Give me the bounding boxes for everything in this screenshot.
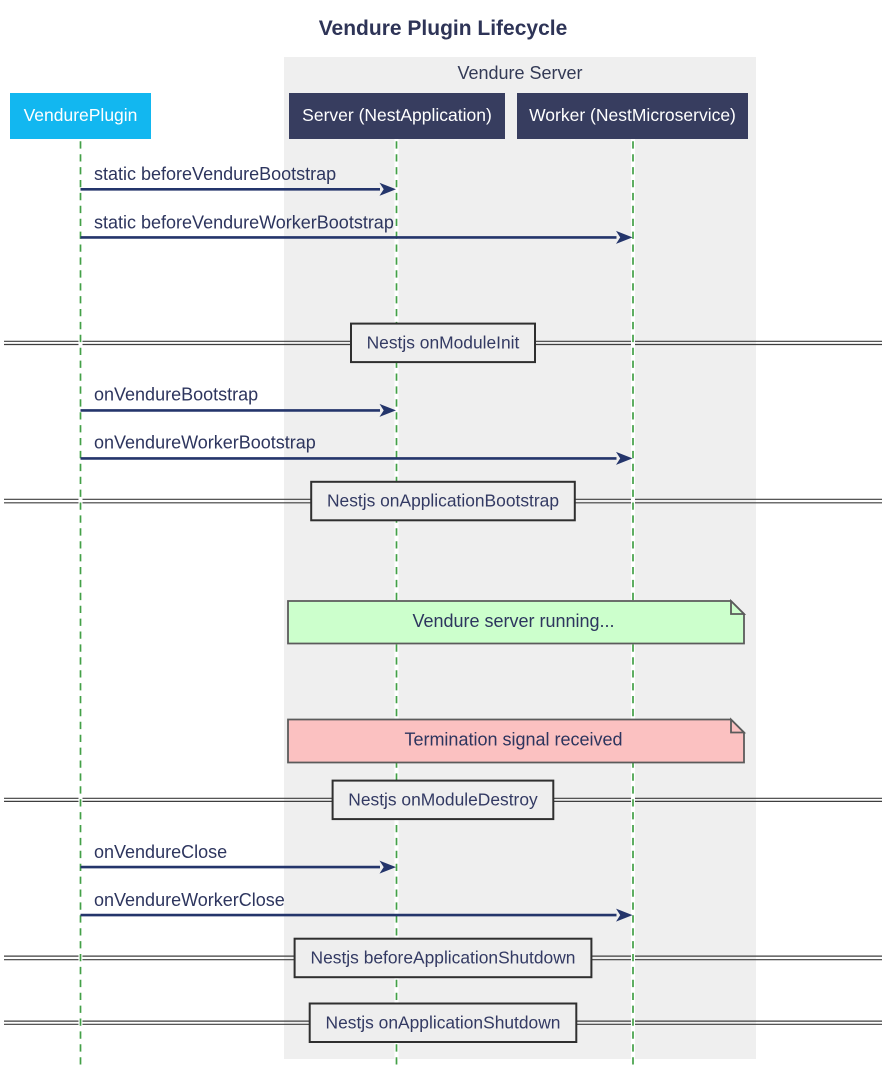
svg-text:static beforeVendureWorkerBoot: static beforeVendureWorkerBootstrap [94, 213, 394, 233]
svg-text:onVendureWorkerBootstrap: onVendureWorkerBootstrap [94, 433, 316, 453]
svg-text:onVendureWorkerClose: onVendureWorkerClose [94, 890, 285, 910]
svg-text:static beforeVendureBootstrap: static beforeVendureBootstrap [94, 164, 336, 184]
svg-text:Nestjs onModuleDestroy: Nestjs onModuleDestroy [348, 790, 538, 810]
svg-text:Server (NestApplication): Server (NestApplication) [302, 105, 492, 125]
svg-text:Nestjs onModuleInit: Nestjs onModuleInit [367, 333, 520, 353]
svg-text:Nestjs onApplicationBootstrap: Nestjs onApplicationBootstrap [327, 491, 559, 511]
svg-text:Nestjs onApplicationShutdown: Nestjs onApplicationShutdown [326, 1012, 561, 1032]
svg-text:Vendure Plugin Lifecycle: Vendure Plugin Lifecycle [319, 17, 568, 40]
svg-text:Termination signal received: Termination signal received [404, 730, 622, 750]
svg-text:onVendureClose: onVendureClose [94, 842, 227, 862]
svg-text:Worker (NestMicroservice): Worker (NestMicroservice) [529, 105, 736, 125]
svg-text:Vendure Server: Vendure Server [457, 63, 582, 83]
svg-text:VendurePlugin: VendurePlugin [24, 105, 138, 125]
svg-text:Nestjs beforeApplicationShutdo: Nestjs beforeApplicationShutdown [311, 948, 576, 968]
svg-text:onVendureBootstrap: onVendureBootstrap [94, 385, 258, 405]
svg-text:Vendure server running...: Vendure server running... [412, 611, 614, 631]
